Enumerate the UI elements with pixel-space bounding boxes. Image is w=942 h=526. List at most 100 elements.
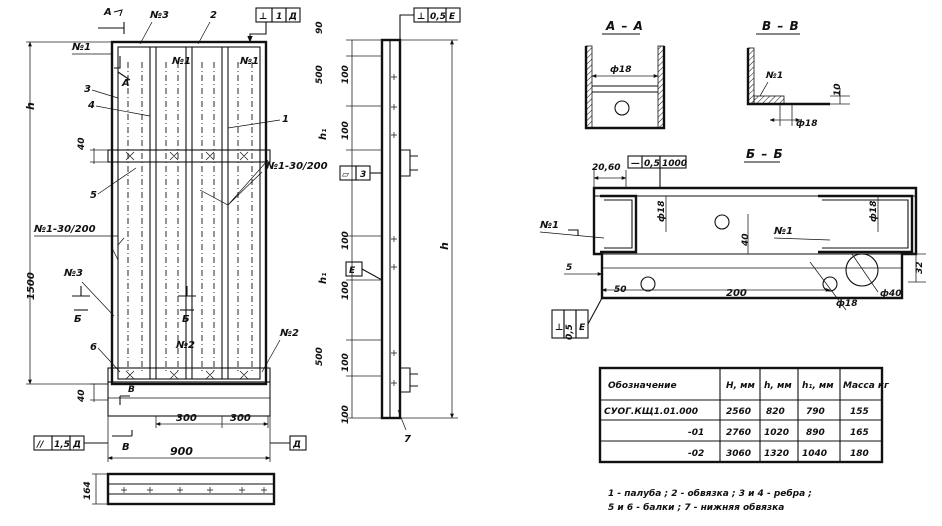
dim-side-100-6: 100	[341, 405, 351, 424]
table-header-h-big: H, мм	[726, 381, 755, 391]
dim-side-500-top: 500	[315, 65, 325, 84]
dim-side-h1-top: h₁	[318, 129, 329, 141]
section-vv-title: В – В	[762, 19, 800, 33]
front-outer-frame	[110, 40, 268, 386]
callout-n1-b: №1	[171, 56, 191, 67]
svg-text:⊥: ⊥	[555, 323, 563, 333]
dim-front-40-top: 40	[77, 137, 87, 151]
dim-front-h: h	[24, 102, 37, 110]
table-row-1-h: 820	[766, 407, 785, 417]
dim-side-h: h	[438, 242, 451, 250]
svg-text:1000: 1000	[662, 159, 687, 169]
section-bb-dim-2060: 20,60	[592, 163, 620, 173]
dim-side-100-4: 100	[341, 281, 351, 300]
table-row-3-h1: 1040	[802, 449, 827, 459]
callout-5: 5	[90, 190, 97, 201]
spec-table: Обозначение H, мм h, мм h₁, мм Масса кг …	[598, 366, 889, 464]
dim-front-300-a: 300	[176, 413, 197, 424]
lower-beam	[107, 367, 271, 383]
svg-text:⊥: ⊥	[259, 12, 267, 22]
table-row-3-h: 1320	[764, 449, 789, 459]
side-view: 7 90 500 100 h₁ 100 100 h₁ 100 500 100 1…	[315, 7, 461, 445]
dim-side-100-1: 100	[341, 65, 351, 84]
table-row-1-mass: 155	[850, 407, 869, 417]
svg-text:Е: Е	[449, 12, 456, 22]
callout-n3-left: №3	[63, 268, 83, 279]
section-bb-callout-right: №1	[773, 226, 793, 237]
callout-n1-c: №1	[239, 56, 259, 67]
section-bb-dim-5: 5	[566, 263, 572, 273]
section-vv-dim-18: ф18	[796, 119, 817, 129]
side-profile	[380, 38, 402, 420]
svg-text:0,5: 0,5	[430, 12, 446, 22]
table-header-mass: Масса кг	[843, 381, 889, 391]
callout-n1-30-200-left: №1-30/200	[33, 224, 96, 235]
table-row-3-mass: 180	[850, 449, 869, 459]
dim-side-100-3: 100	[341, 231, 351, 250]
callout-2: 2	[210, 10, 217, 21]
section-vv-callout: №1	[765, 71, 783, 81]
svg-text:1: 1	[276, 12, 282, 22]
datum-d: Д	[270, 435, 307, 451]
svg-text:—: —	[631, 159, 640, 169]
svg-text:Е: Е	[579, 323, 586, 333]
dim-side-500-bottom: 500	[315, 347, 325, 366]
section-bb-dim-18-right: ф18	[869, 201, 879, 222]
dim-front-900: 900	[170, 445, 193, 458]
section-bb-callout-left: №1	[539, 220, 559, 231]
svg-text:3: 3	[360, 170, 366, 180]
callout-n1-a: №1	[71, 42, 91, 53]
flatness-frame: ▱ 3	[339, 165, 382, 181]
section-aa: А – А ф18	[584, 19, 666, 130]
section-bb-title: Б – Б	[746, 147, 784, 161]
svg-text:▱: ▱	[342, 170, 349, 180]
table-row-1-h1: 790	[806, 407, 825, 417]
dim-side-h1-bottom: h₁	[318, 273, 329, 285]
vertical-ribs	[149, 47, 229, 379]
section-bb-tolerance: — 0,5 1000	[627, 155, 687, 188]
section-bb-dim-50: 50	[614, 285, 627, 295]
beam-crosses	[125, 151, 249, 380]
front-inner-frame	[117, 46, 261, 380]
section-bb-dim-200: 200	[726, 288, 747, 299]
dim-side-100-5: 100	[341, 353, 351, 372]
table-header-h: h, мм	[764, 381, 792, 391]
svg-text:1,5: 1,5	[54, 440, 70, 450]
section-mark-a-bottom: А	[121, 78, 130, 89]
svg-text:Д: Д	[292, 440, 301, 450]
callout-n1-30-200-right: №1-30/200	[265, 161, 328, 172]
upper-beam	[107, 149, 271, 163]
callout-1: 1	[282, 114, 289, 125]
table-row-1-h-big: 2560	[726, 407, 751, 417]
tolerance-frame-bottom: // 1,5 Д	[33, 435, 108, 451]
table-row-2-designation: -01	[688, 428, 704, 438]
section-bb: Б – Б 20,60 — 0,5 1000 №1	[539, 147, 926, 340]
dim-front-300-b: 300	[230, 413, 251, 424]
section-mark-b-left: Б	[74, 314, 82, 325]
datum-e: Е	[345, 261, 383, 281]
callout-n2-center: №2	[175, 340, 195, 351]
section-mark-a-top: А	[103, 7, 112, 18]
dim-front-1500: 1500	[26, 272, 37, 300]
callout-4: 4	[87, 100, 95, 111]
section-bb-dim-18-bottom: ф18	[836, 299, 857, 309]
table-row-3-h-big: 3060	[726, 449, 751, 459]
front-bottom-plan	[106, 472, 276, 506]
callout-3: 3	[84, 84, 91, 95]
svg-text:Д: Д	[288, 12, 297, 22]
svg-text:0,5: 0,5	[565, 324, 575, 340]
table-header-h1: h₁, мм	[802, 381, 834, 391]
dim-front-40-bottom: 40	[77, 389, 87, 403]
tolerance-frame-top: ⊥ 1 Д	[247, 7, 301, 43]
dim-side-90: 90	[315, 21, 325, 34]
table-header-designation: Обозначение	[608, 380, 677, 391]
section-bb-tolerance-e: ⊥ 0,5 Е	[551, 297, 603, 340]
front-view: А А Б Б В В №3 2 №1 №1 №1 3 4 1 5 №1-30/…	[24, 7, 328, 506]
table-row-2-h: 1020	[764, 428, 789, 438]
legend-line-2: 5 и 6 - балки ; 7 - нижняя обвязка	[608, 502, 784, 513]
section-bb-dim-40-hole: ф40	[880, 289, 901, 299]
table-row-2-mass: 165	[850, 428, 869, 438]
tolerance-frame-side: ⊥ 0,5 Е	[399, 7, 461, 40]
callout-7: 7	[404, 434, 411, 445]
